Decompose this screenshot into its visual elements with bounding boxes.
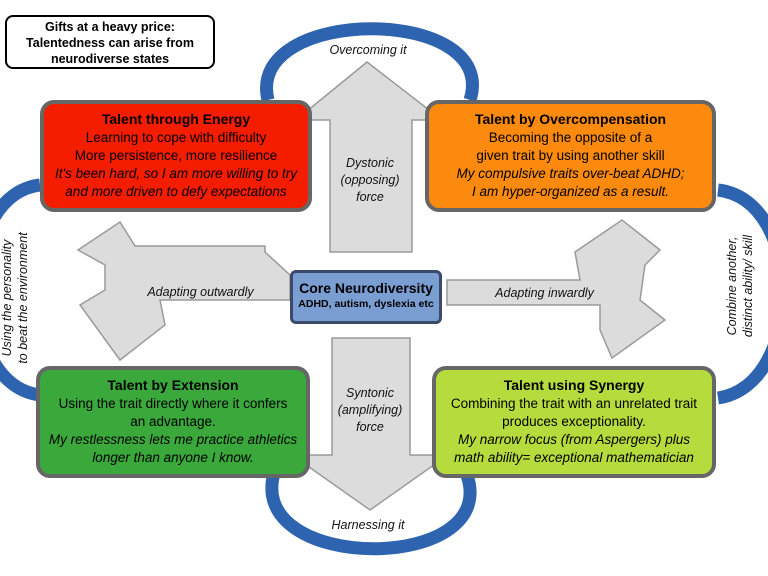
right-loop <box>716 183 768 405</box>
syntonic-label: Syntonic (amplifying) force <box>320 385 420 436</box>
extension-example-2: longer than anyone I know. <box>92 450 254 465</box>
adapting-out-label: Adapting outwardly <box>147 285 254 299</box>
synergy-box: Talent using Synergy Combining the trait… <box>432 366 716 478</box>
energy-title: Talent through Energy <box>101 111 251 127</box>
synergy-line-1: Combining the trait with an unrelated tr… <box>450 396 698 411</box>
dystonic-line-2: (opposing) <box>340 173 400 187</box>
energy-line-1: Learning to cope with difficulty <box>85 130 267 145</box>
overcompensation-example-2: I am hyper-organized as a result. <box>471 184 670 199</box>
syntonic-down-arrow <box>289 337 451 511</box>
overcompensation-box: Talent by Overcompensation Becoming the … <box>425 100 716 212</box>
right-side-line-2: distinct ability/ skill <box>741 234 755 338</box>
left-side-label: Using the personality to beat the enviro… <box>0 193 31 403</box>
synergy-line-2: produces exceptionality. <box>502 414 646 429</box>
synergy-example-2: math ability= exceptional mathematician <box>454 450 694 465</box>
energy-box: Talent through Energy Learning to cope w… <box>40 100 312 212</box>
overcompensation-example-1: My compulsive traits over-beat ADHD; <box>456 166 685 181</box>
energy-line-2: More persistence, more resilience <box>74 148 278 163</box>
core-title: Core Neurodiversity <box>299 280 433 296</box>
core-subtitle: ADHD, autism, dyslexia etc <box>298 298 434 310</box>
dystonic-line-1: Dystonic <box>346 156 394 170</box>
syntonic-line-1: Syntonic <box>346 386 394 400</box>
extension-title: Talent by Extension <box>107 377 239 393</box>
top-loop <box>260 22 479 102</box>
extension-line-2: an advantage. <box>130 414 216 429</box>
overcompensation-line-2: given trait by using another skill <box>476 148 665 163</box>
left-side-line-1: Using the personality <box>0 239 14 357</box>
extension-example-1: My restlessness lets me practice athleti… <box>48 432 298 447</box>
synergy-title: Talent using Synergy <box>503 377 645 393</box>
bottom-loop <box>265 467 477 556</box>
left-loop <box>0 178 42 402</box>
dystonic-line-3: force <box>356 190 384 204</box>
overcompensation-line-1: Becoming the opposite of a <box>488 130 653 145</box>
extension-box: Talent by Extension Using the trait dire… <box>36 366 310 478</box>
energy-example-1: It's been hard, so I am more willing to … <box>55 166 297 181</box>
synergy-example-1: My narrow focus (from Aspergers) plus <box>457 432 691 447</box>
right-side-line-1: Combine another, <box>725 236 739 336</box>
adapting-in-label: Adapting inwardly <box>495 286 594 300</box>
title-line-3: neurodiverse states <box>50 52 170 66</box>
right-side-label: Combine another, distinct ability/ skill <box>724 186 756 386</box>
left-side-line-2: to beat the environment <box>16 232 30 364</box>
adapting-out-arrow <box>76 220 291 362</box>
title-box: Gifts at a heavy price: Talentedness can… <box>5 15 215 69</box>
core-neurodiversity-box: Core Neurodiversity ADHD, autism, dyslex… <box>290 270 442 324</box>
overcoming-label: Overcoming it <box>329 43 407 57</box>
dystonic-label: Dystonic (opposing) force <box>320 155 420 206</box>
overcompensation-title: Talent by Overcompensation <box>474 111 667 127</box>
title-line-2: Talentedness can arise from <box>26 36 194 50</box>
adapting-in-arrow <box>446 219 667 360</box>
extension-line-1: Using the trait directly where it confer… <box>58 396 288 411</box>
syntonic-line-2: (amplifying) <box>337 403 403 417</box>
energy-example-2: and more driven to defy expectations <box>65 184 287 199</box>
syntonic-line-3: force <box>356 420 384 434</box>
title-line-1: Gifts at a heavy price: <box>45 20 175 34</box>
harnessing-label: Harnessing it <box>331 518 405 532</box>
